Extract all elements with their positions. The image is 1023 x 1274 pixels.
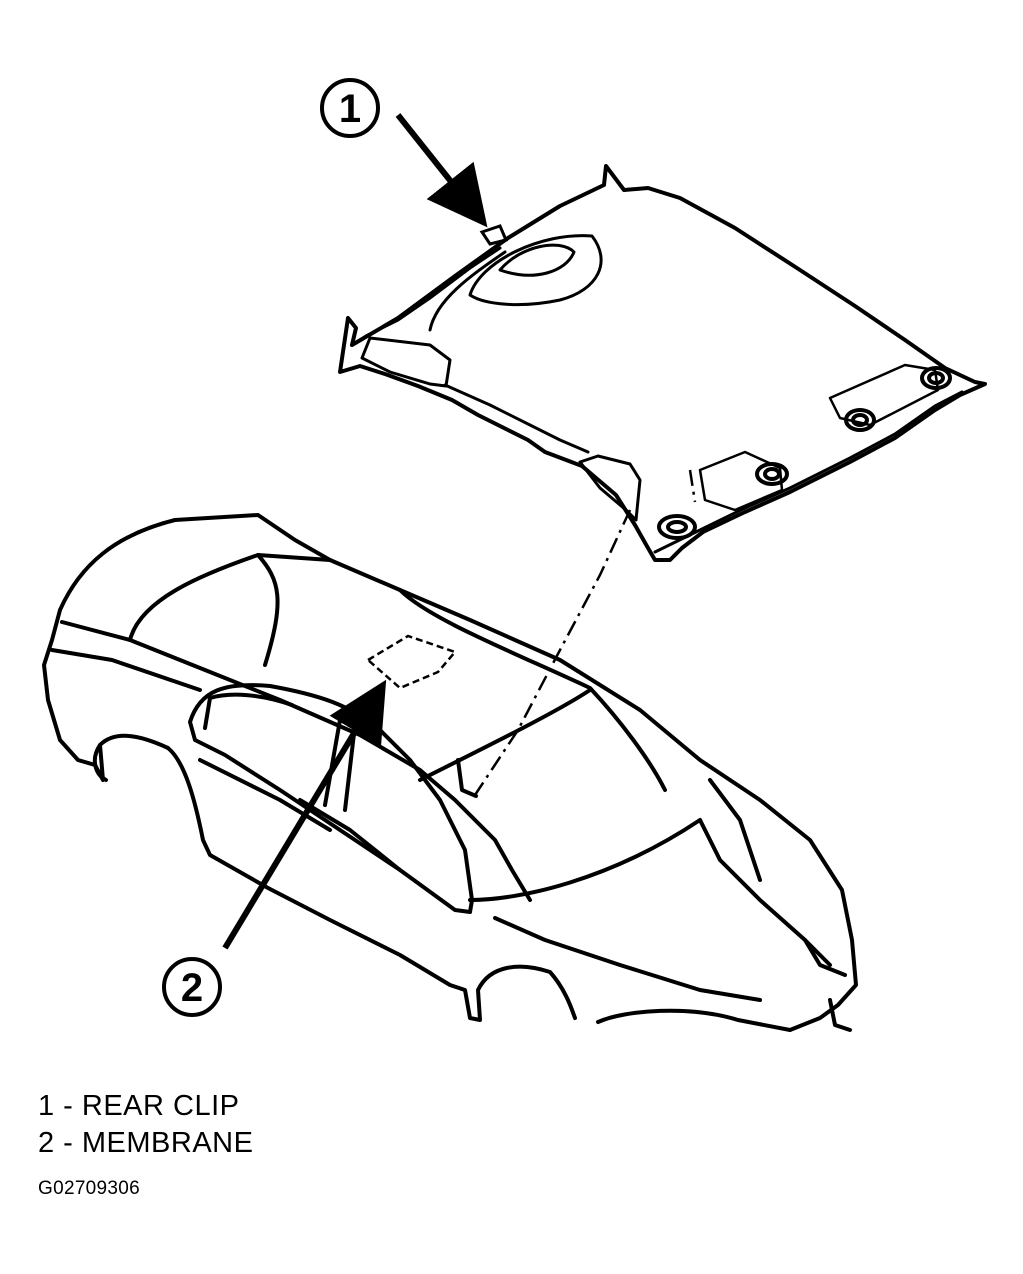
vehicle-body [42,513,858,1032]
legend-item-membrane: 2 - MEMBRANE [38,1127,254,1159]
callout-2-number: 2 [181,966,203,1010]
alignment-line [473,469,697,796]
callout-2: 2 [162,957,222,1017]
figure-id: G02709306 [38,1178,141,1199]
rear-clip [479,224,509,246]
callout-1-arrow [395,113,488,228]
membrane [365,634,458,690]
headliner-panel [338,164,987,562]
headliner-clips [657,366,952,540]
legend-item-rear-clip: 1 - REAR CLIP [38,1090,240,1122]
callout-2-arrow [222,679,387,950]
legend: 1 - REAR CLIP 2 - MEMBRANE [38,1088,253,1162]
callout-1: 1 [320,78,380,138]
callout-1-number: 1 [339,87,361,131]
